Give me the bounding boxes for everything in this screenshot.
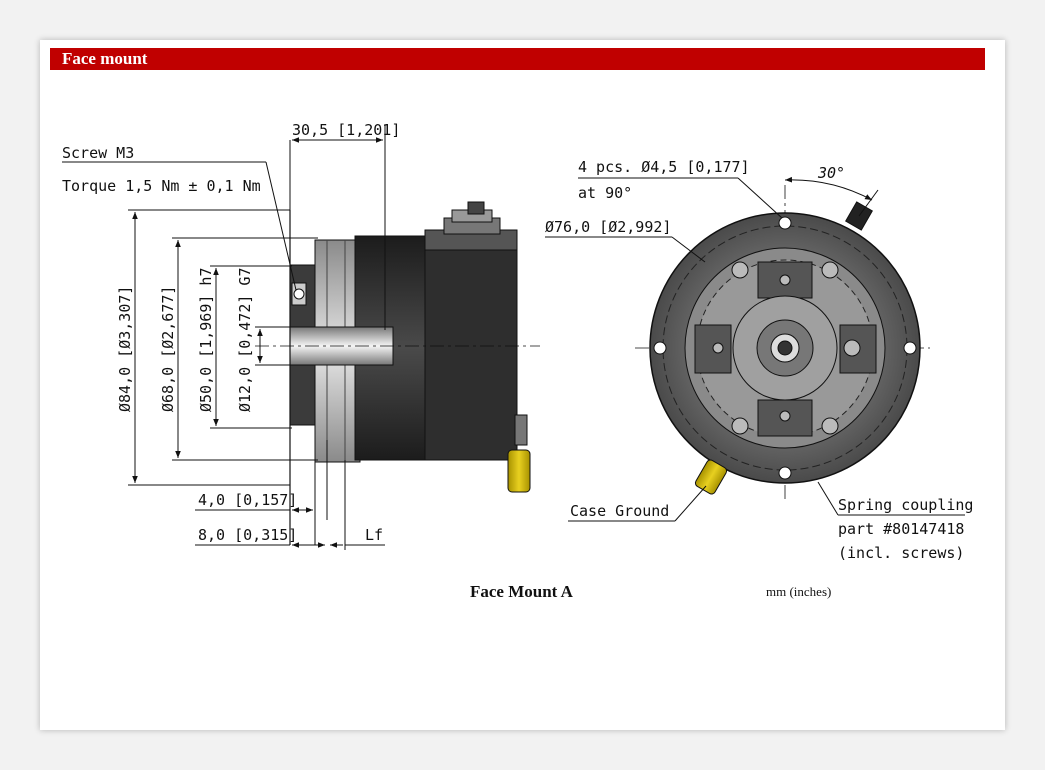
len-8-label: 8,0 [0,315] <box>198 526 297 544</box>
torque-label: Torque 1,5 Nm ± 0,1 Nm <box>62 177 261 195</box>
front-view: 30° 4 pcs. Ø4,5 [0,177] at 90° Ø76,0 [Ø2… <box>545 158 973 562</box>
dia-50-label: Ø50,0 [1,969] h7 <box>197 268 215 413</box>
side-view: Screw M3 Torque 1,5 Nm ± 0,1 Nm 30,5 [1,… <box>62 121 540 550</box>
holes-label: 4 pcs. Ø4,5 [0,177] <box>578 158 750 176</box>
spring-screws-label: (incl. screws) <box>838 544 964 562</box>
section-title: Face mount <box>62 49 148 68</box>
angle-30-label: 30° <box>817 164 845 182</box>
holes-angle-label: at 90° <box>578 184 632 202</box>
dia-12-label: Ø12,0 [0,472] G7 <box>236 268 254 413</box>
units-note: mm (inches) <box>766 584 831 599</box>
section-header: Face mount <box>50 48 985 70</box>
length-top-label: 30,5 [1,201] <box>292 121 400 139</box>
case-ground-connector <box>694 459 728 495</box>
screw-label: Screw M3 <box>62 144 134 162</box>
lf-label: Lf <box>365 526 383 544</box>
case-ground-label: Case Ground <box>570 502 669 520</box>
spring-coupling-label: Spring coupling <box>838 496 973 514</box>
dia-84-label: Ø84,0 [Ø3,307] <box>116 286 134 412</box>
dia-76-label: Ø76,0 [Ø2,992] <box>545 218 671 236</box>
spring-part-label: part #80147418 <box>838 520 964 538</box>
dia-68-label: Ø68,0 [Ø2,677] <box>159 286 177 412</box>
len-4-label: 4,0 [0,157] <box>198 491 297 509</box>
mounting-holes <box>653 216 917 480</box>
encoder-body <box>289 201 531 493</box>
coupling-screws <box>712 261 861 435</box>
figure-caption: Face Mount A <box>470 582 574 601</box>
